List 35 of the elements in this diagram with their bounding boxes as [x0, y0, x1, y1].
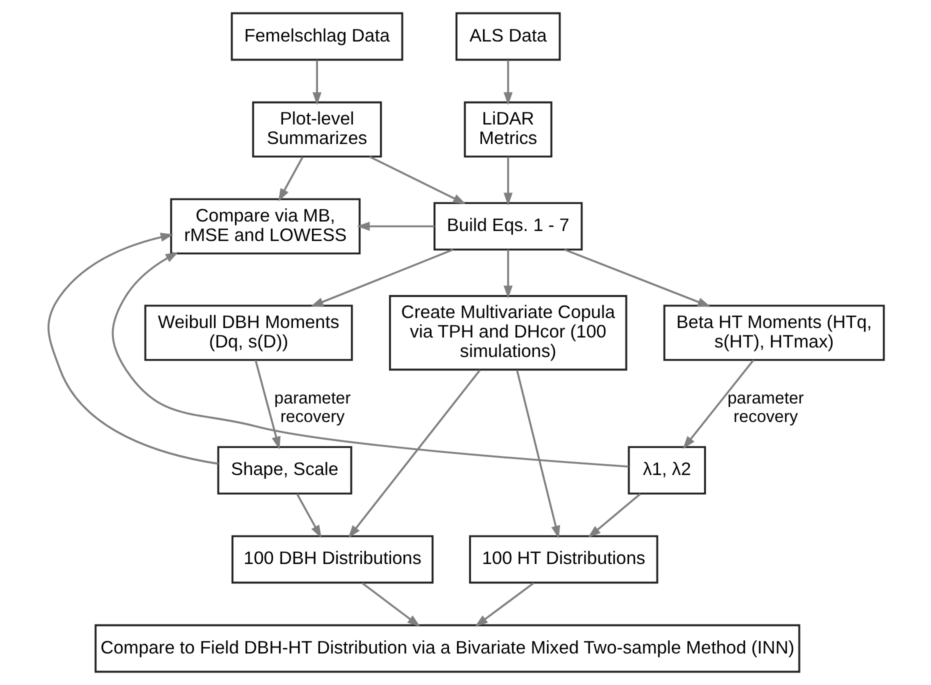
arrow: [348, 370, 480, 538]
edge-label: parameter recovery: [274, 388, 350, 426]
node-box: Build Eqs. 1 - 7: [433, 202, 582, 250]
node-box: Weibull DBH Moments (Dq, s(D)): [144, 304, 352, 361]
arrow: [368, 156, 466, 204]
arrow: [503, 250, 512, 299]
arrow: [503, 60, 512, 106]
edge-label: parameter recovery: [726, 388, 804, 426]
arrow: [278, 156, 303, 202]
arrow: [564, 248, 710, 307]
node-box: Compare via MB, rMSE and LOWESS: [170, 198, 360, 254]
arrow: [312, 60, 322, 106]
node-box: 100 HT Distributions: [468, 535, 658, 584]
node-box: 100 DBH Distributions: [231, 535, 434, 584]
arrow: [111, 252, 628, 468]
node-box: LiDAR Metrics: [463, 101, 552, 158]
node-box: Create Multivariate Copula via TPH and DHcor (100 simulations): [388, 295, 627, 371]
node-box: Plot-level Summarizes: [252, 101, 382, 158]
node-box: Compare to Field DBH-HT Distribution via a Bivariate Mixed Two-sample Method (INN): [94, 624, 800, 673]
arrow: [47, 232, 218, 465]
node-box: λ1, λ2: [627, 446, 706, 495]
arrow: [682, 360, 754, 449]
node-box: Beta HT Moments (HTq, s(HT), HTmax): [662, 304, 884, 361]
arrow: [516, 370, 560, 539]
node-box: Shape, Scale: [216, 446, 352, 495]
arrow: [361, 582, 420, 627]
arrow: [296, 493, 322, 538]
arrow: [356, 222, 434, 231]
node-box: Femelschlag Data: [230, 12, 403, 61]
arrow: [310, 248, 453, 307]
arrow: [474, 582, 534, 627]
arrow: [254, 360, 280, 450]
arrow: [587, 493, 640, 538]
arrow: [503, 157, 512, 206]
node-box: ALS Data: [455, 12, 560, 61]
